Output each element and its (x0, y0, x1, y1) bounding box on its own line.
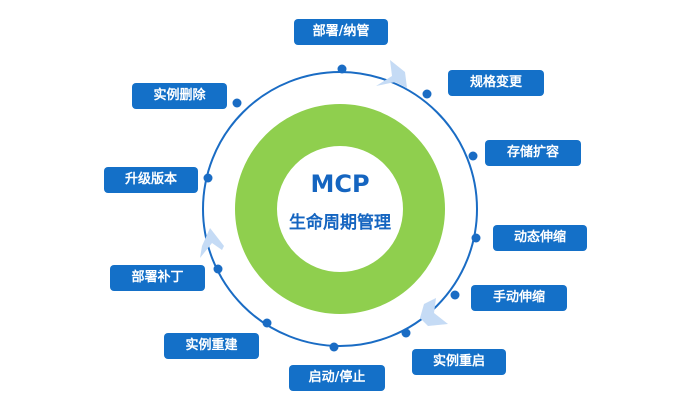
center-title: MCP (310, 170, 370, 198)
stage-rebuild[interactable]: 实例重建 (164, 333, 259, 359)
center-subtitle: 生命周期管理 (289, 213, 391, 233)
stage-delete[interactable]: 实例删除 (132, 83, 227, 109)
node-dot (203, 173, 213, 183)
stage-manual-scale[interactable]: 手动伸缩 (471, 285, 567, 311)
stage-spec-change[interactable]: 规格变更 (448, 70, 544, 96)
node-dot (329, 342, 339, 352)
node-dot (337, 64, 347, 74)
stage-auto-scale[interactable]: 动态伸缩 (493, 225, 587, 251)
arrow-chevron-icon (376, 60, 407, 88)
node-dot (232, 98, 242, 108)
stage-storage-expand[interactable]: 存储扩容 (485, 140, 581, 166)
node-dot (422, 89, 432, 99)
node-dot (471, 233, 481, 243)
stage-upgrade[interactable]: 升级版本 (104, 167, 198, 193)
stage-patch[interactable]: 部署补丁 (110, 265, 205, 291)
node-dot (450, 290, 460, 300)
stage-restart[interactable]: 实例重启 (412, 349, 506, 375)
stage-start-stop[interactable]: 启动/停止 (289, 365, 385, 391)
node-dot (213, 264, 223, 274)
arrow-chevron-icon (420, 298, 448, 326)
node-dot (468, 151, 478, 161)
node-dot (262, 318, 272, 328)
arrow-chevron-icon (200, 228, 224, 258)
node-dot (401, 328, 411, 338)
green-ring (235, 104, 445, 314)
stage-deploy[interactable]: 部署/纳管 (294, 19, 388, 45)
